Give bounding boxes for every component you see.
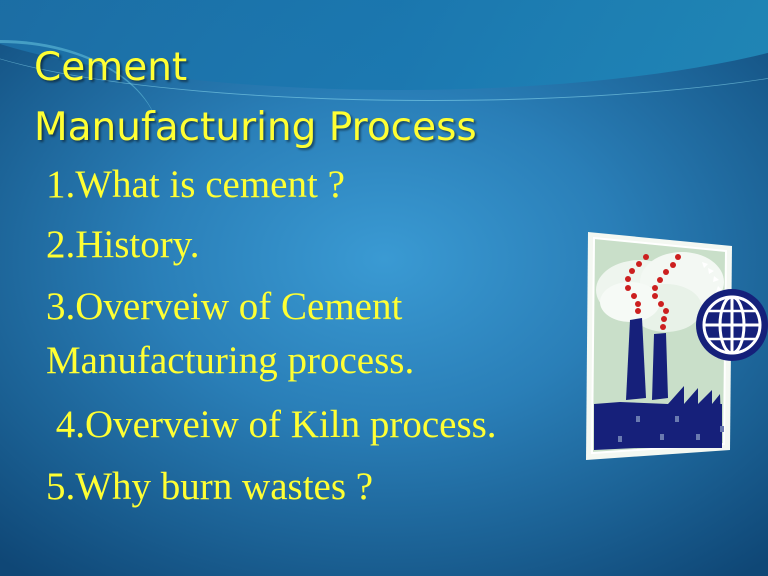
- title-line-2: Manufacturing Process: [34, 105, 477, 150]
- agenda-item-3-cont: Manufacturing process.: [46, 339, 415, 382]
- factory-globe-clipart: [580, 208, 768, 468]
- title-line-1: Cement: [34, 45, 188, 90]
- agenda-item-4: 4.Overveiw of Kiln process.: [46, 403, 497, 446]
- factory-smokestack-globe-icon: [586, 232, 768, 460]
- background-swoosh-line: [0, 0, 768, 101]
- slide-title: Cement Manufacturing Process: [34, 38, 477, 158]
- agenda-item-3: 3.Overveiw of Cement: [46, 285, 403, 328]
- agenda-item-1: 1.What is cement ?: [46, 163, 345, 206]
- agenda-item-2: 2.History.: [46, 223, 200, 266]
- agenda-item-5: 5.Why burn wastes ?: [46, 465, 374, 508]
